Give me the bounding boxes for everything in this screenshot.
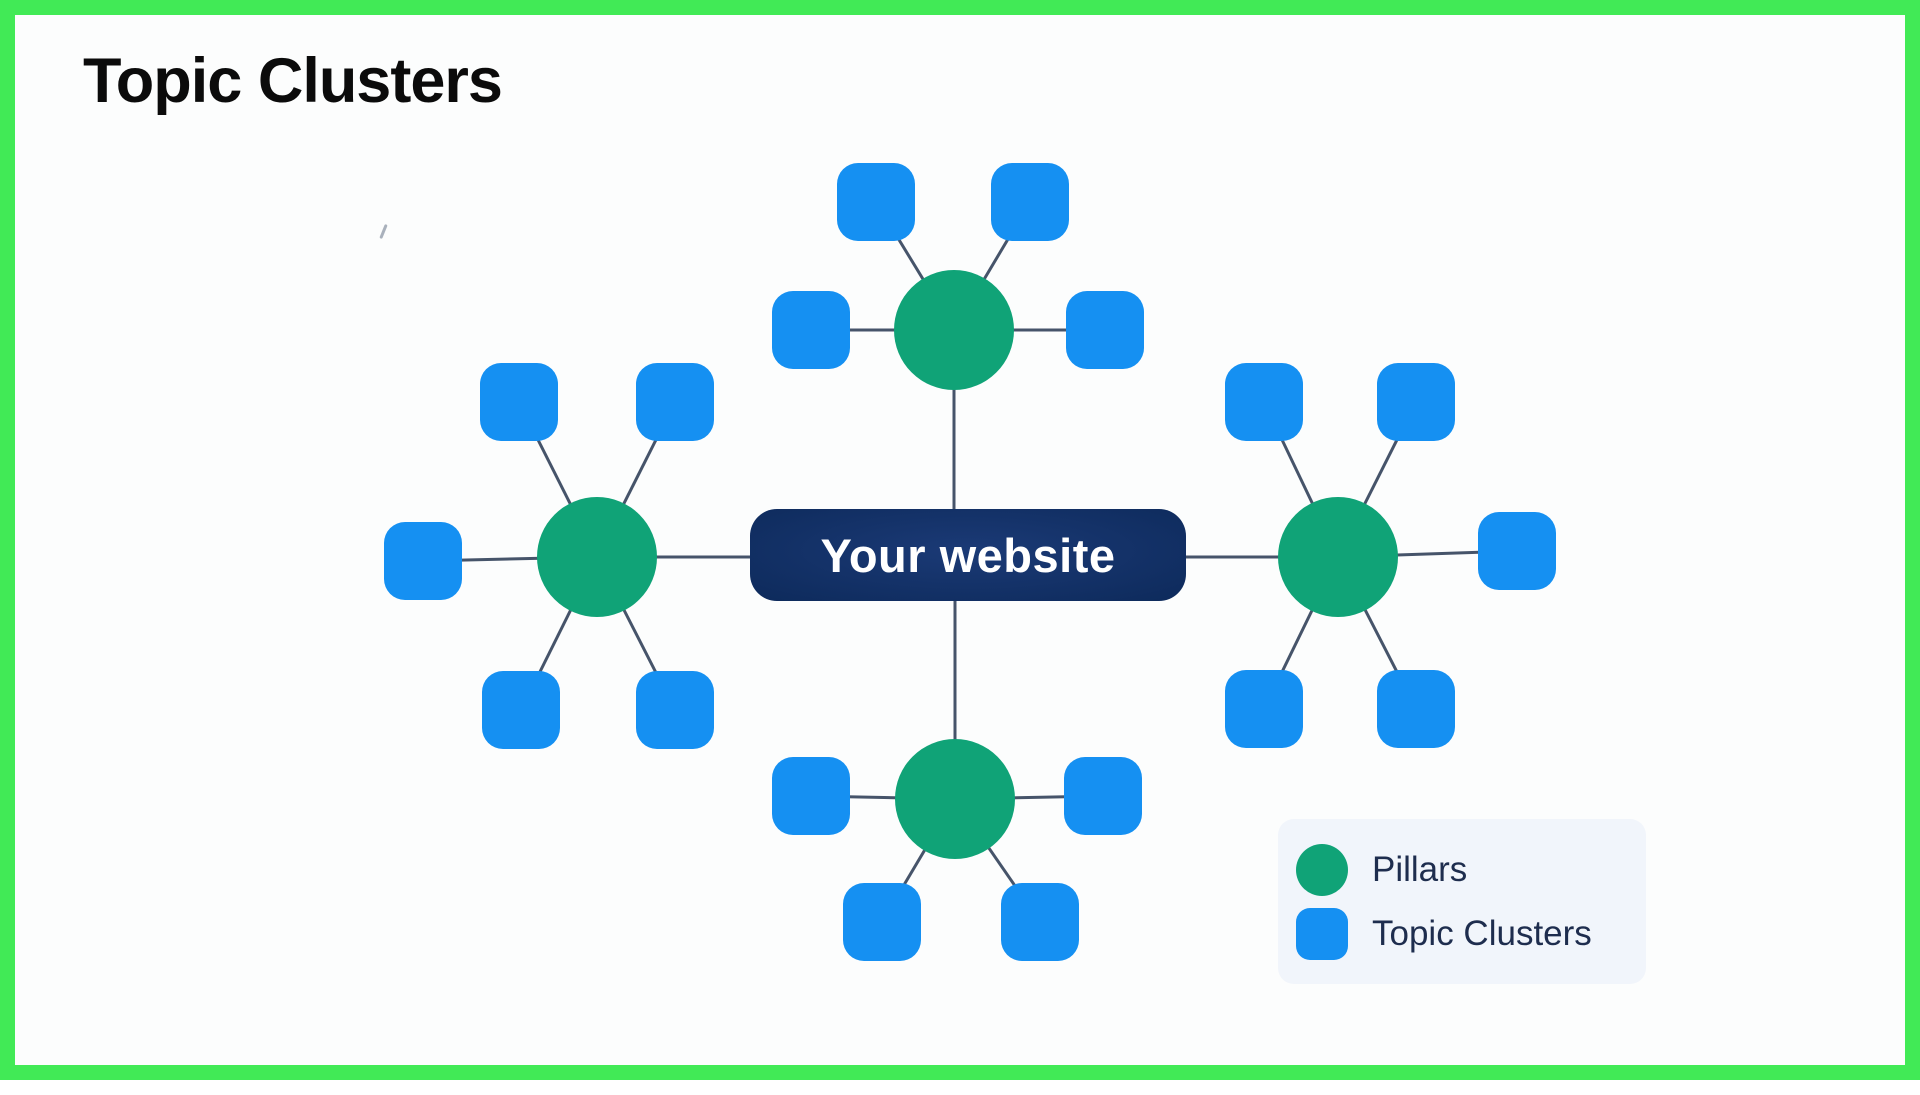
topic-cluster-node-bottom-0 (772, 757, 850, 835)
topic-cluster-node-right-3 (1225, 670, 1303, 748)
pillar-node-bottom (895, 739, 1015, 859)
topic-cluster-node-left-0 (480, 363, 558, 441)
legend-row-pillars: Pillars (1296, 843, 1646, 896)
your-website-label: Your website (820, 528, 1116, 582)
pillar-node-left (537, 497, 657, 617)
topic-cluster-node-right-0 (1225, 363, 1303, 441)
topic-cluster-node-left-1 (636, 363, 714, 441)
topic-cluster-node-top-3 (1066, 291, 1144, 369)
legend-label-pillars: Pillars (1372, 849, 1468, 889)
cluster-graph (384, 163, 1556, 961)
topic-cluster-node-top-2 (772, 291, 850, 369)
pillar-node-top (894, 270, 1014, 390)
topic-cluster-node-top-0 (837, 163, 915, 241)
topic-cluster-node-bottom-3 (1001, 883, 1079, 961)
legend-label-topic-clusters: Topic Clusters (1372, 913, 1592, 953)
topic-cluster-node-right-1 (1377, 363, 1455, 441)
pillar-node-right (1278, 497, 1398, 617)
topic-cluster-node-top-1 (991, 163, 1069, 241)
topic-cluster-node-left-2 (384, 522, 462, 600)
page-title: Topic Clusters (83, 46, 503, 116)
topic-cluster-node-bottom-1 (1064, 757, 1142, 835)
topic-cluster-node-right-4 (1377, 670, 1455, 748)
topic-cluster-node-left-3 (482, 671, 560, 749)
legend-row-topic-clusters: Topic Clusters (1296, 907, 1646, 960)
legend: Pillars Topic Clusters (1278, 819, 1646, 984)
topic-cluster-node-right-2 (1478, 512, 1556, 590)
topic-cluster-node-bottom-2 (843, 883, 921, 961)
pillar-swatch-icon (1296, 843, 1348, 896)
topic-cluster-node-left-4 (636, 671, 714, 749)
your-website-node: Your website (750, 509, 1186, 601)
topic-cluster-swatch-icon (1296, 907, 1348, 960)
